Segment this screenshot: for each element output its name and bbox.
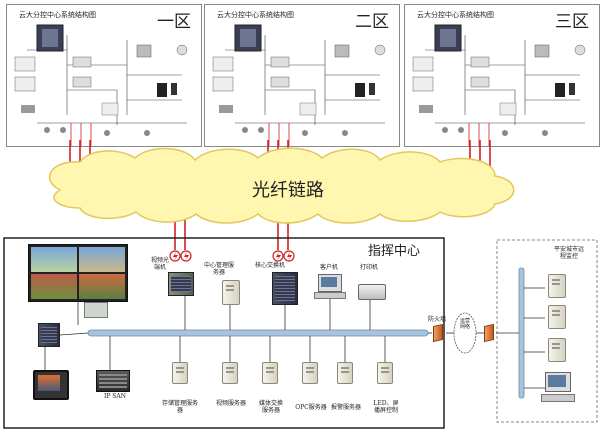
remote-server-2 (548, 305, 566, 329)
video-wall-screen (31, 247, 77, 272)
zone-panel: 云大分控中心系统结构图 一区 (6, 4, 202, 147)
command-center-frame (3, 237, 445, 429)
client-keyboard (314, 292, 346, 299)
storage-mgmt-server (172, 362, 188, 384)
led-control-server (377, 362, 393, 384)
firewall-label: 防火墙 (427, 316, 446, 323)
zone-panel: 云大分控中心系统结构图 二区 (204, 4, 400, 147)
ip-san-drives (99, 374, 127, 376)
zone-title: 云大分控中心系统结构图 (417, 11, 494, 19)
video-server (222, 362, 238, 384)
zone-label: 三区 (555, 12, 589, 32)
central-mgmt-server (222, 280, 240, 305)
zone-title: 云大分控中心系统结构图 (19, 11, 96, 19)
remote-server-1 (548, 274, 566, 298)
fiber-link-label: 光纤链路 (252, 180, 324, 201)
alarm-server (337, 362, 353, 384)
firewall-left (433, 323, 443, 343)
video-wall-screen (79, 247, 125, 272)
core-switch-label: 核心交换机 (254, 262, 285, 269)
fiber-cloud (48, 147, 515, 224)
wan-cloud (453, 312, 477, 354)
firewall-right (484, 323, 494, 343)
video-wall (28, 244, 128, 302)
wan-label: 运营网络 (459, 318, 470, 330)
alarm-server-label: 报警服务器 (330, 404, 361, 411)
remote-monitor-title: 平安城市远 程监控 (553, 246, 584, 260)
zone-label: 二区 (355, 12, 389, 32)
zone-title: 云大分控中心系统结构图 (217, 11, 294, 19)
zone-diagram (412, 24, 586, 146)
zone-panel: 云大分控中心系统结构图 三区 (404, 4, 600, 147)
opc-server (302, 362, 318, 384)
remote-monitor-frame (496, 239, 598, 423)
decoder-device (84, 302, 108, 318)
led-control-label: LED、屏 播屏控制 (373, 400, 399, 414)
media-switch-label: 媒体交换 服务器 (258, 400, 283, 414)
media-switch-server (262, 362, 278, 384)
connection-lines (44, 287, 545, 389)
remote-server-3 (548, 338, 566, 362)
ip-san-device (96, 370, 130, 392)
ip-san-label: IP SAN (103, 393, 126, 400)
video-wall-screen (79, 274, 125, 299)
command-center-title: 指挥中心 (368, 244, 421, 259)
zone-diagram (212, 24, 386, 146)
zone-diagram (14, 24, 188, 146)
monitor (33, 370, 69, 400)
monitor-screen (38, 375, 60, 391)
remote-workstation (545, 372, 571, 392)
remote-workstation-screen (548, 375, 566, 387)
client-label: 客户机 (319, 264, 338, 271)
video-matrix-rack (38, 323, 60, 347)
video-wall-screen (31, 274, 77, 299)
printer (358, 284, 386, 300)
opc-server-label: OPC服务器 (295, 404, 327, 411)
core-switch-rack (272, 272, 298, 305)
remote-bus (518, 267, 525, 399)
storage-mgmt-label: 存储管理服务 器 (161, 400, 198, 414)
main-bus (87, 329, 429, 337)
video-server-label: 视频服务器 (215, 400, 246, 407)
printer-label: 打印机 (359, 264, 378, 271)
video-optical-rack (168, 272, 194, 296)
zone-label: 一区 (157, 12, 191, 32)
central-mgmt-label: 中心管理服 务器 (203, 262, 234, 276)
client-pc (318, 274, 342, 292)
client-pc-screen (321, 277, 337, 287)
video-optical-label: 视频光 端机 (150, 257, 169, 271)
remote-keyboard (541, 394, 575, 402)
lightning-icons (169, 250, 295, 262)
